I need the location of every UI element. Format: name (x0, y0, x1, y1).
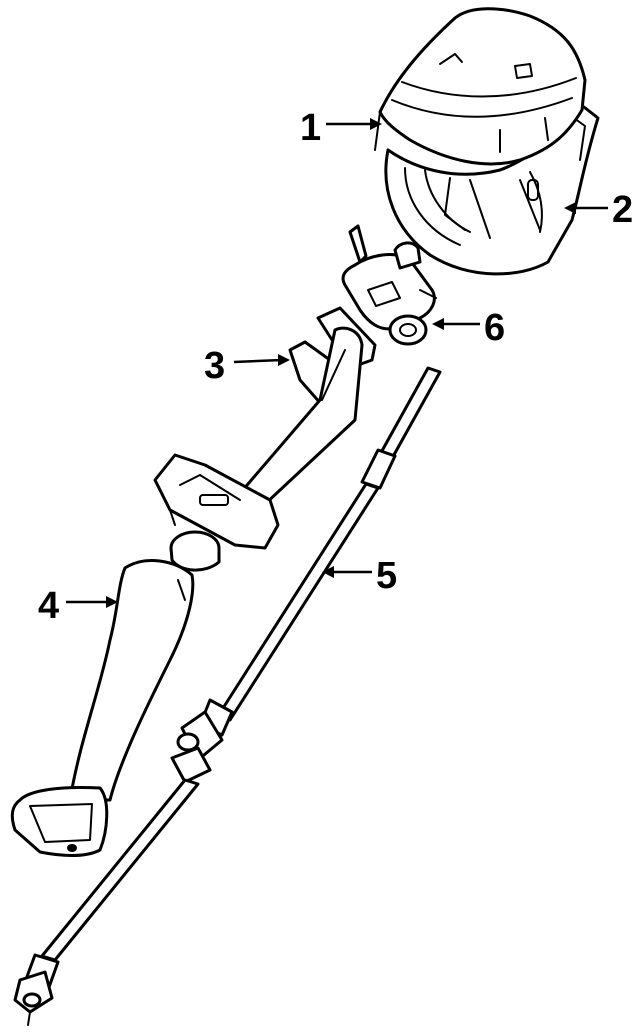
part-column-shroud-upper[interactable] (374, 7, 587, 166)
part-ignition-lock-cylinder[interactable] (341, 224, 437, 346)
callout-1: 1 (300, 107, 321, 149)
callout-3: 3 (204, 345, 225, 387)
part-intermediate-shaft[interactable] (13, 366, 442, 1026)
callout-2: 2 (612, 189, 633, 231)
callout-4: 4 (38, 585, 59, 627)
leader-lines (66, 118, 608, 608)
callout-6: 6 (484, 307, 505, 349)
part-column-tube[interactable] (153, 306, 377, 572)
callout-5: 5 (376, 555, 397, 597)
part-column-cover-boot[interactable] (10, 559, 195, 857)
